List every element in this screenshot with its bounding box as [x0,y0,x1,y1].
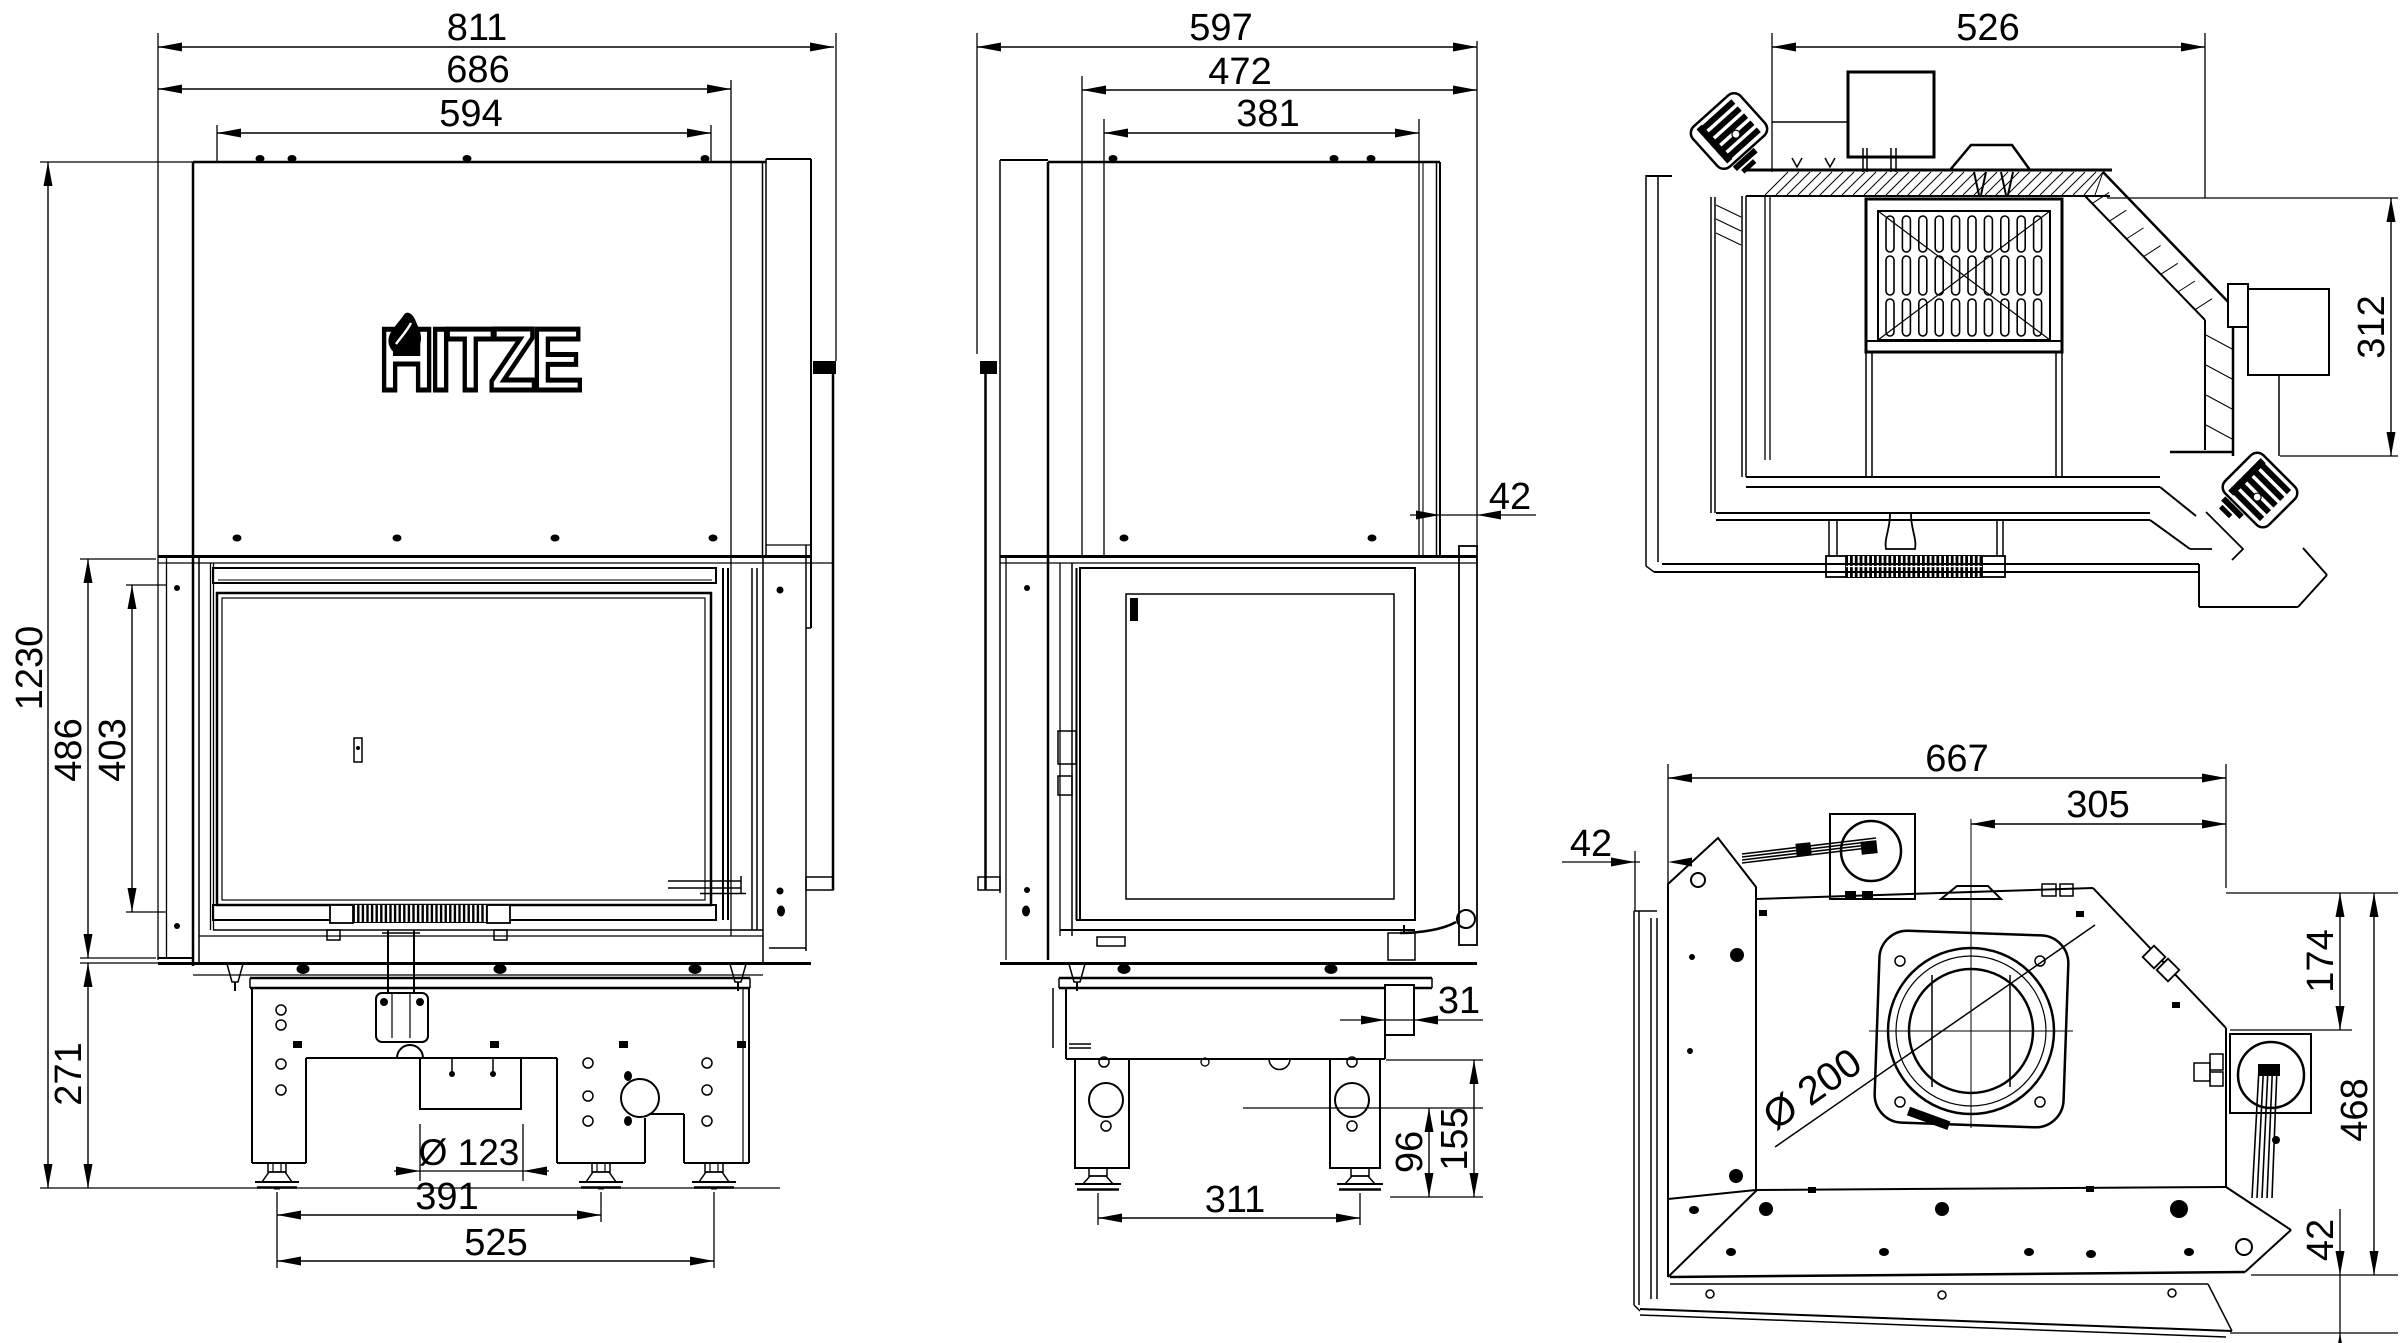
svg-text:312: 312 [2351,295,2393,358]
svg-text:472: 472 [1208,51,1271,93]
svg-text:1230: 1230 [9,626,51,711]
svg-text:381: 381 [1236,93,1299,135]
svg-text:271: 271 [48,1042,90,1105]
svg-text:667: 667 [1925,738,1988,780]
svg-text:42: 42 [2300,1219,2342,1261]
svg-text:174: 174 [2300,929,2342,992]
svg-text:42: 42 [1570,823,1612,865]
svg-text:403: 403 [92,718,134,781]
svg-text:597: 597 [1189,7,1252,49]
svg-text:686: 686 [446,49,509,91]
svg-text:468: 468 [2334,1078,2376,1141]
svg-text:96: 96 [1389,1131,1431,1173]
svg-text:31: 31 [1438,980,1480,1022]
svg-text:526: 526 [1956,7,2019,49]
svg-text:42: 42 [1489,476,1531,518]
svg-text:594: 594 [439,93,502,135]
svg-text:391: 391 [415,1176,478,1218]
svg-text:305: 305 [2066,784,2129,826]
svg-text:811: 811 [447,7,508,49]
svg-text:155: 155 [1434,1107,1476,1170]
svg-text:Ø 123: Ø 123 [419,1132,520,1173]
svg-text:311: 311 [1205,1179,1266,1221]
svg-text:486: 486 [48,718,90,781]
svg-text:525: 525 [464,1222,527,1264]
